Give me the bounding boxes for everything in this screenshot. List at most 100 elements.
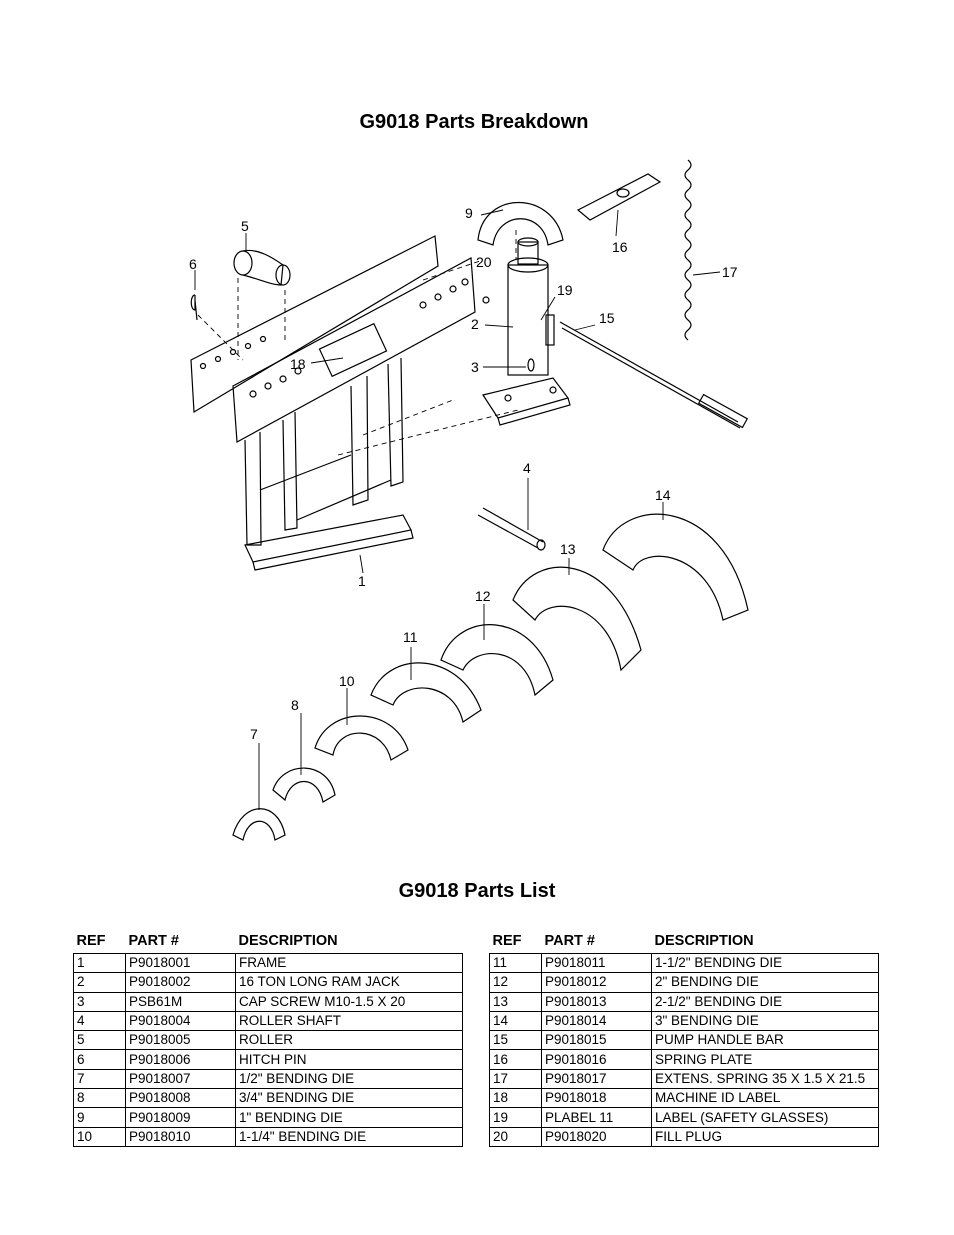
table-cell: 14	[489, 1010, 542, 1032]
table-cell: FILL PLUG	[651, 1126, 879, 1147]
bending-die-9	[477, 201, 564, 246]
callout-19: 19	[557, 282, 573, 298]
table-cell: MACHINE ID LABEL	[651, 1088, 879, 1109]
table-cell: HITCH PIN	[235, 1049, 463, 1070]
table-cell: LABEL (SAFETY GLASSES)	[651, 1107, 879, 1128]
table-cell: 3/4" BENDING DIE	[235, 1088, 463, 1109]
table-cell: FRAME	[235, 952, 463, 974]
header-description: DESCRIPTION	[654, 932, 754, 949]
table-cell: P9018009	[125, 1107, 236, 1128]
callout-17: 17	[722, 264, 738, 280]
callout-20: 20	[476, 254, 492, 270]
table-cell: PSB61M	[125, 991, 236, 1012]
table-cell: P9018006	[125, 1049, 236, 1070]
table-cell: 13	[489, 991, 542, 1012]
fill-plug	[482, 296, 490, 304]
frame-leg-left	[244, 431, 262, 546]
table-cell: 7	[73, 1068, 126, 1090]
bending-die-8	[272, 767, 336, 803]
table-cell: P9018015	[541, 1030, 652, 1051]
frame-rear-plate	[190, 235, 439, 414]
table-cell: 6	[73, 1049, 126, 1070]
callout-1: 1	[358, 573, 366, 589]
callout-6: 6	[189, 256, 197, 272]
bending-die-12	[440, 624, 554, 697]
roller-shaft	[477, 507, 546, 551]
callout-13: 13	[560, 541, 576, 557]
table-cell: P9018013	[541, 991, 652, 1012]
table-cell: P9018016	[541, 1049, 652, 1070]
table-cell: 2	[73, 972, 126, 993]
bending-die-10	[314, 715, 409, 761]
table-cell: SPRING PLATE	[651, 1049, 879, 1070]
spring-plate	[576, 173, 662, 221]
table-cell: 3" BENDING DIE	[651, 1010, 879, 1032]
table-cell: 20	[489, 1126, 542, 1147]
table-cell: 11	[489, 952, 542, 974]
table-cell: 16 TON LONG RAM JACK	[235, 972, 463, 993]
callout-16: 16	[612, 239, 628, 255]
machine-id-label	[318, 322, 388, 378]
table-cell: PLABEL 11	[541, 1107, 652, 1128]
roller	[233, 249, 291, 286]
bending-die-11	[370, 662, 482, 723]
table-cell: 18	[489, 1088, 542, 1109]
parts-breakdown-diagram: 5 6 18 9 20 2 3 19 15 16 17 4 1 14 13 12…	[189, 159, 749, 841]
table-cell: P9018005	[125, 1030, 236, 1051]
table-cell: P9018008	[125, 1088, 236, 1109]
callout-5: 5	[241, 218, 249, 234]
bending-die-7	[232, 808, 286, 841]
table-cell: 1-1/4" BENDING DIE	[235, 1126, 463, 1147]
callout-10: 10	[339, 673, 355, 689]
callout-12: 12	[475, 588, 491, 604]
table-cell: 12	[489, 972, 542, 993]
header-part: PART #	[544, 932, 596, 949]
table-cell: P9018002	[125, 972, 236, 993]
callout-labels: 5 6 18 9 20 2 3 19 15 16 17 4 1 14 13 12…	[189, 205, 738, 742]
table-cell: 4	[73, 1010, 126, 1032]
table-cell: ROLLER	[235, 1030, 463, 1051]
table-cell: P9018018	[541, 1088, 652, 1109]
table-cell: P9018010	[125, 1126, 236, 1147]
ram-jack	[482, 237, 571, 426]
callout-9: 9	[465, 205, 473, 221]
table-cell: P9018020	[541, 1126, 652, 1147]
breakdown-title: G9018 Parts Breakdown	[359, 111, 589, 133]
callout-14: 14	[655, 487, 671, 503]
callout-2: 2	[471, 316, 479, 332]
header-description: DESCRIPTION	[238, 932, 338, 949]
frame-leg-right	[350, 375, 369, 506]
table-cell: ROLLER SHAFT	[235, 1010, 463, 1032]
table-cell: 16	[489, 1049, 542, 1070]
frame-holes	[199, 278, 469, 398]
table-cell: 2" BENDING DIE	[651, 972, 879, 993]
table-cell: P9018011	[541, 952, 652, 974]
bending-die-14	[602, 513, 749, 621]
callout-4: 4	[523, 460, 531, 476]
header-part: PART #	[128, 932, 180, 949]
callout-11: 11	[403, 629, 418, 645]
extension-spring	[684, 159, 692, 341]
table-cell: P9018017	[541, 1068, 652, 1090]
table-cell: 5	[73, 1030, 126, 1051]
table-cell: 8	[73, 1088, 126, 1109]
frame-leg-rear	[387, 357, 404, 487]
frame-leg-mid	[282, 411, 298, 531]
